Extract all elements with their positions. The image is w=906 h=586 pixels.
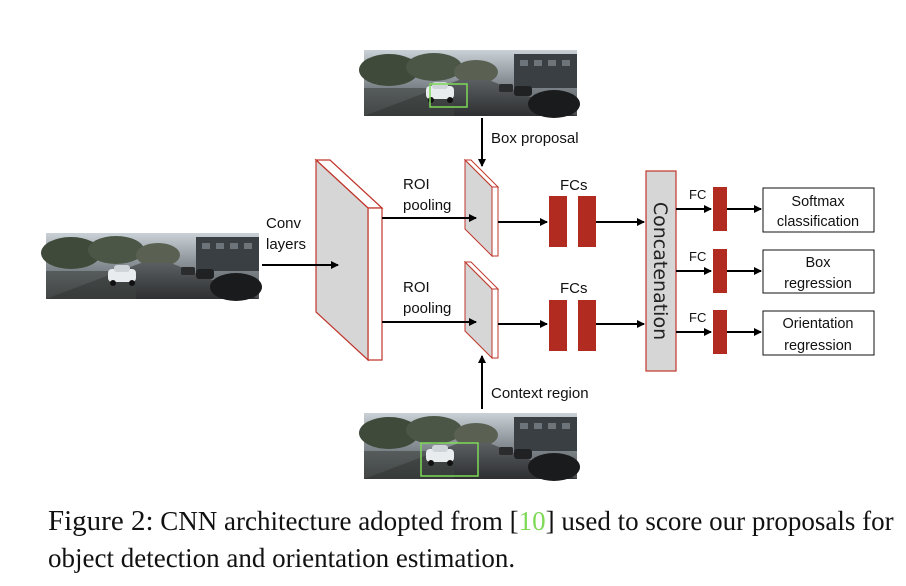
fc-block-top-1 xyxy=(549,196,567,247)
output-box-softmax xyxy=(762,187,875,233)
conv-label-line2: layers xyxy=(266,236,306,253)
caption-reference-link[interactable]: 10 xyxy=(518,506,546,536)
fc-block-top-2 xyxy=(578,196,596,247)
fc-label-3: FC xyxy=(689,310,706,325)
context-region-label: Context region xyxy=(491,385,589,402)
fcs-top-label: FCs xyxy=(560,177,588,194)
conv-layers-block xyxy=(314,158,384,362)
fc-block-bottom-1 xyxy=(549,300,567,351)
context-region-image xyxy=(359,413,580,481)
output-box-regression-line1: Box xyxy=(806,255,832,271)
context-bounding-box xyxy=(420,442,479,477)
caption-text-before-ref: CNN architecture adopted from [ xyxy=(153,506,519,536)
output-orientation-line1: Orientation xyxy=(783,316,854,332)
concatenation-label: Concatenation xyxy=(649,202,671,340)
output-box-regression-line2: regression xyxy=(784,276,852,292)
fc-output-block-2 xyxy=(713,249,727,293)
fcs-bottom-label: FCs xyxy=(560,280,588,297)
output-softmax-line1: Softmax xyxy=(791,194,845,210)
input-image xyxy=(41,233,262,301)
output-box-orientation xyxy=(762,310,875,356)
fc-output-block-1 xyxy=(713,187,727,231)
roi-pooling-top-block xyxy=(463,158,500,258)
roi-bottom-label-line2: pooling xyxy=(403,300,451,317)
box-proposal-image xyxy=(359,50,580,118)
connection-arrows xyxy=(262,118,762,409)
concatenation-block: Concatenation xyxy=(645,170,677,372)
roi-bottom-label-line1: ROI xyxy=(403,279,430,296)
cnn-architecture-diagram: Concatenation Box proposal Context regio… xyxy=(41,50,875,481)
box-proposal-label: Box proposal xyxy=(491,130,579,147)
caption-text-after-ref: ] used to score our proposals for object… xyxy=(48,506,894,573)
proposal-bounding-box xyxy=(429,83,468,108)
output-softmax-line2: classification xyxy=(777,214,859,230)
roi-top-label-line2: pooling xyxy=(403,197,451,214)
conv-label-line1: Conv xyxy=(266,215,302,232)
figure-caption: Figure 2: CNN architecture adopted from … xyxy=(48,503,898,577)
fc-label-2: FC xyxy=(689,249,706,264)
fc-label-1: FC xyxy=(689,187,706,202)
fc-block-bottom-2 xyxy=(578,300,596,351)
roi-top-label-line1: ROI xyxy=(403,176,430,193)
output-box-box-regression xyxy=(762,249,875,294)
fc-output-block-3 xyxy=(713,310,727,354)
roi-pooling-bottom-block xyxy=(463,260,500,360)
output-orientation-line2: regression xyxy=(784,338,852,354)
caption-prefix: Figure 2: xyxy=(48,505,154,537)
